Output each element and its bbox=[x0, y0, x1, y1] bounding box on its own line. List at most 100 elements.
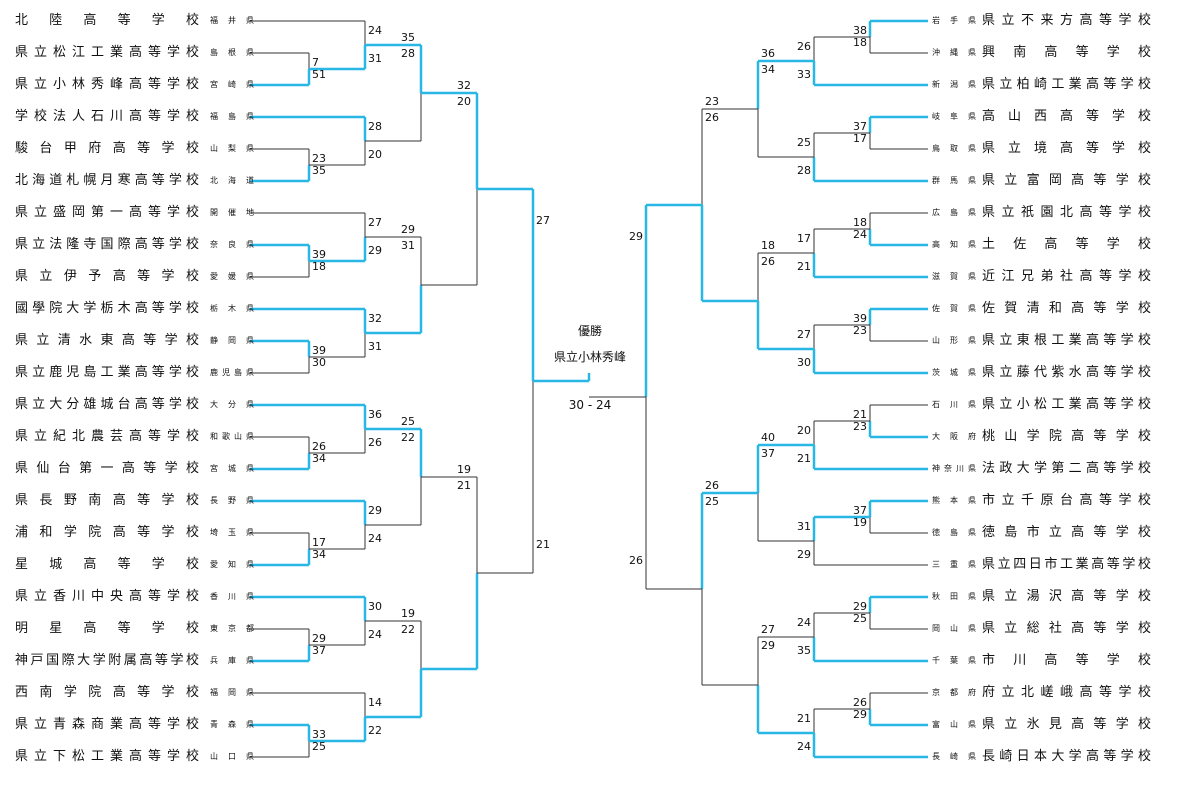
team-name: 県立下松工業高等学校 bbox=[15, 749, 200, 764]
match-score: 22 bbox=[368, 724, 382, 737]
match-score: 18 bbox=[853, 216, 867, 229]
team-row: 県立下松工業高等学校 山口県 bbox=[15, 746, 254, 768]
team-prefecture: 和歌山県 bbox=[210, 432, 254, 441]
team-row: 千葉県市川高等学校 bbox=[932, 650, 1152, 672]
team-name: 県立紀北農芸高等学校 bbox=[15, 429, 200, 444]
team-name: 県立富岡高等学校 bbox=[982, 173, 1152, 188]
match-score: 26 bbox=[705, 479, 719, 492]
match-score: 19 bbox=[457, 463, 471, 476]
team-name: 市立千原台高等学校 bbox=[982, 493, 1152, 508]
team-prefecture: 愛媛県 bbox=[210, 272, 254, 281]
match-score: 26 bbox=[705, 111, 719, 124]
match-score: 33 bbox=[797, 68, 811, 81]
team-prefecture: 長崎県 bbox=[932, 752, 976, 761]
team-row: 神奈川県法政大学第二高等学校 bbox=[932, 458, 1152, 480]
team-name: 県立柏崎工業高等学校 bbox=[982, 77, 1152, 92]
team-row: 県長野南高等学校長野県 bbox=[15, 490, 254, 512]
team-name: 県立東根工業高等学校 bbox=[982, 333, 1152, 348]
match-score: 19 bbox=[853, 516, 867, 529]
match-score: 30 bbox=[312, 356, 326, 369]
match-score: 29 bbox=[368, 244, 382, 257]
match-score: 26 bbox=[797, 40, 811, 53]
team-prefecture: 愛知県 bbox=[210, 560, 254, 569]
team-prefecture: 千葉県 bbox=[932, 656, 976, 665]
team-prefecture: 石川県 bbox=[932, 400, 976, 409]
match-score: 25 bbox=[401, 415, 415, 428]
match-score: 33 bbox=[312, 728, 326, 741]
team-row: 西南学院高等学校福岡県 bbox=[15, 682, 254, 704]
team-name: 県立鹿児島工業高等学校 bbox=[15, 365, 200, 380]
team-prefecture: 島根県 bbox=[210, 48, 254, 57]
match-score: 24 bbox=[797, 616, 811, 629]
team-row: 高知県土佐高等学校 bbox=[932, 234, 1152, 256]
match-score: 30 bbox=[797, 356, 811, 369]
team-prefecture: 秋田県 bbox=[932, 592, 976, 601]
match-score: 20 bbox=[457, 95, 471, 108]
team-row: 大阪府桃山学院高等学校 bbox=[932, 426, 1152, 448]
team-row: 県立青森商業高等学校青森県 bbox=[15, 714, 254, 736]
team-name: 県立大分雄城台高等学校 bbox=[15, 397, 200, 412]
match-score: 36 bbox=[368, 408, 382, 421]
final-score: 30 - 24 bbox=[568, 398, 612, 412]
match-score: 29 bbox=[853, 708, 867, 721]
match-score: 26 bbox=[629, 554, 643, 567]
team-row: 県立小林秀峰高等学校宮崎県 bbox=[15, 74, 254, 96]
team-row: 県立紀北農芸高等学校 和歌山県 bbox=[15, 426, 254, 448]
match-score: 24 bbox=[797, 740, 811, 753]
team-row: 滋賀県近江兄弟社高等学校 bbox=[932, 266, 1152, 288]
team-name: 桃山学院高等学校 bbox=[982, 429, 1152, 444]
match-score: 29 bbox=[797, 548, 811, 561]
match-score: 51 bbox=[312, 68, 326, 81]
team-name: 法政大学第二高等学校 bbox=[982, 461, 1152, 476]
team-name: 府立北嵯峨高等学校 bbox=[982, 685, 1152, 700]
team-name: 土佐高等学校 bbox=[982, 237, 1152, 252]
team-prefecture: 神奈川県 bbox=[932, 464, 976, 473]
team-row: 駿台甲府高等学校山梨県 bbox=[15, 138, 254, 160]
team-prefecture: 富山県 bbox=[932, 720, 976, 729]
match-score: 37 bbox=[312, 644, 326, 657]
match-score: 18 bbox=[761, 239, 775, 252]
match-score: 29 bbox=[401, 223, 415, 236]
match-score: 23 bbox=[853, 324, 867, 337]
match-score: 24 bbox=[368, 532, 382, 545]
match-score: 27 bbox=[761, 623, 775, 636]
team-row: 三重県県立四日市工業高等学校 bbox=[932, 554, 1152, 576]
match-score: 21 bbox=[536, 538, 550, 551]
match-score: 17 bbox=[853, 132, 867, 145]
team-row: 明星高等学校東京都 bbox=[15, 618, 254, 640]
match-score: 34 bbox=[312, 452, 326, 465]
match-score: 31 bbox=[401, 239, 415, 252]
team-row: 徳島県徳島市立高等学校 bbox=[932, 522, 1152, 544]
team-prefecture: 岡山県 bbox=[932, 624, 976, 633]
team-row: 広島県県立祇園北高等学校 bbox=[932, 202, 1152, 224]
match-score: 39 bbox=[312, 248, 326, 261]
match-score: 36 bbox=[761, 47, 775, 60]
team-prefecture: 山梨県 bbox=[210, 144, 254, 153]
team-prefecture: 埼玉県 bbox=[210, 528, 254, 537]
match-score: 26 bbox=[368, 436, 382, 449]
team-name: 星城高等学校 bbox=[15, 557, 200, 572]
team-prefecture: 高知県 bbox=[932, 240, 976, 249]
team-prefecture: 宮崎県 bbox=[210, 80, 254, 89]
team-name: 県立境高等学校 bbox=[982, 141, 1152, 156]
match-score: 19 bbox=[401, 607, 415, 620]
team-row: 北陸高等学校福井県 bbox=[15, 10, 254, 32]
team-name: 県仙台第一高等学校 bbox=[15, 461, 200, 476]
team-name: 徳島市立高等学校 bbox=[982, 525, 1152, 540]
team-row: 県立大分雄城台高等学校 大分県 bbox=[15, 394, 254, 416]
team-name: 興南高等学校 bbox=[982, 45, 1152, 60]
team-prefecture: 岩手県 bbox=[932, 16, 976, 25]
team-prefecture: 鳥取県 bbox=[932, 144, 976, 153]
match-score: 26 bbox=[761, 255, 775, 268]
team-prefecture: 山口県 bbox=[210, 752, 254, 761]
team-name: 県立盛岡第一高等学校 bbox=[15, 205, 200, 220]
team-prefecture: 岐阜県 bbox=[932, 112, 976, 121]
team-name: 西南学院高等学校 bbox=[15, 685, 200, 700]
match-score: 18 bbox=[312, 260, 326, 273]
team-row: 県立清水東高等学校静岡県 bbox=[15, 330, 254, 352]
team-name: 県立小松工業高等学校 bbox=[982, 397, 1152, 412]
team-prefecture: 大分県 bbox=[210, 400, 254, 409]
team-prefecture: 徳島県 bbox=[932, 528, 976, 537]
match-score: 21 bbox=[797, 452, 811, 465]
